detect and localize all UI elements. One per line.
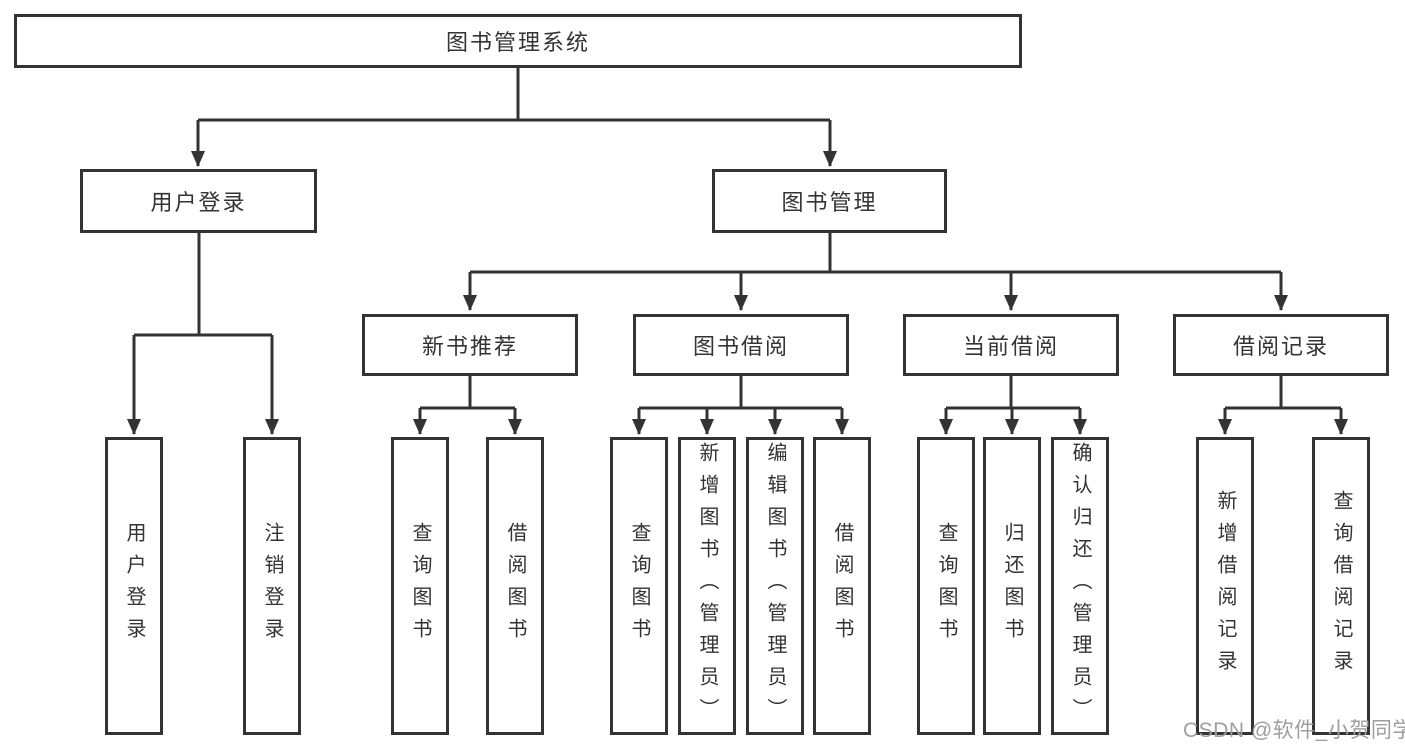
leaf-add-borrow-record: 新增借阅记录: [1196, 437, 1254, 735]
leaf-borrow-books-recommend: 借阅图书: [486, 437, 544, 735]
node-new-book-recommendation: 新书推荐: [362, 314, 578, 376]
node-borrowing-records: 借阅记录: [1173, 314, 1389, 376]
leaf-add-books-admin: 新增图书（管理员）: [678, 437, 736, 735]
leaf-add-borrow-record-label: 新增借阅记录: [1214, 490, 1236, 682]
csdn-watermark: CSDN @软件_小贺同学: [1183, 719, 1405, 742]
leaf-logout-label: 注销登录: [261, 522, 283, 650]
leaf-edit-books-admin-label: 编辑图书（管理员）: [764, 442, 786, 730]
leaf-user-login-label: 用户登录: [123, 522, 145, 650]
leaf-user-login: 用户登录: [105, 437, 163, 735]
leaf-logout: 注销登录: [243, 437, 301, 735]
node-library-management-system: 图书管理系统: [14, 14, 1022, 68]
leaf-borrow-books-label: 借阅图书: [831, 522, 853, 650]
leaf-borrow-books: 借阅图书: [813, 437, 871, 735]
leaf-query-borrow-record: 查询借阅记录: [1312, 437, 1370, 735]
leaf-confirm-return-admin-label: 确认归还（管理员）: [1069, 442, 1091, 730]
leaf-borrow-books-recommend-label: 借阅图书: [504, 522, 526, 650]
leaf-query-books-current: 查询图书: [917, 437, 975, 735]
leaf-query-books-borrowing-label: 查询图书: [628, 522, 650, 650]
node-book-management: 图书管理: [712, 169, 947, 233]
node-user-login: 用户登录: [80, 169, 317, 233]
leaf-query-books-recommend: 查询图书: [391, 437, 449, 735]
leaf-edit-books-admin: 编辑图书（管理员）: [746, 437, 804, 735]
leaf-query-books-current-label: 查询图书: [935, 522, 957, 650]
leaf-add-books-admin-label: 新增图书（管理员）: [696, 442, 718, 730]
leaf-confirm-return-admin: 确认归还（管理员）: [1051, 437, 1109, 735]
leaf-return-books: 归还图书: [983, 437, 1041, 735]
leaf-query-books-recommend-label: 查询图书: [409, 522, 431, 650]
node-current-borrowing: 当前借阅: [903, 314, 1119, 376]
leaf-query-borrow-record-label: 查询借阅记录: [1330, 490, 1352, 682]
leaf-query-books-borrowing: 查询图书: [610, 437, 668, 735]
leaf-return-books-label: 归还图书: [1001, 522, 1023, 650]
node-book-borrowing: 图书借阅: [633, 314, 849, 376]
